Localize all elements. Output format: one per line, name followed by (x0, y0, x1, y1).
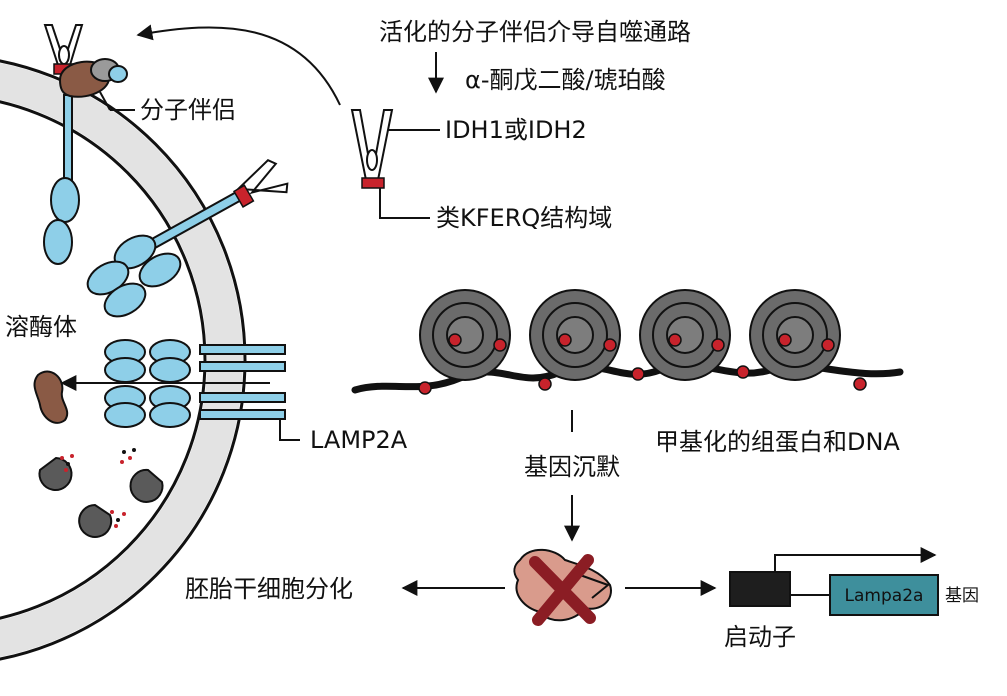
nucleosome-3 (639, 289, 731, 381)
degradation-icons (38, 448, 164, 538)
transcription-arrow (774, 547, 937, 572)
enzyme-legend-icon (350, 109, 394, 189)
promoter-label: 启动子 (724, 623, 796, 651)
nucleosome-2 (529, 289, 621, 381)
chaperone-leader (99, 91, 111, 111)
receptor-leader (279, 420, 300, 441)
enzyme-icon-diagonal (232, 158, 289, 208)
differentiation-label: 胚胎干细胞分化 (185, 575, 353, 603)
recruitment-arrow (136, 24, 341, 106)
methylation-label: 甲基化的组蛋白和DNA (655, 428, 900, 456)
lysosome-label: 溶酶体 (5, 313, 77, 341)
x-mark-icon (529, 554, 596, 626)
cargo-protein-icon (33, 370, 69, 424)
receptor-top (43, 94, 80, 265)
receptor-diagonal (86, 188, 247, 318)
receptor-label: LAMP2A (310, 426, 408, 454)
pathway-title: 活化的分子伴侣介导自噬通路 (379, 18, 691, 46)
gene-name-label: Lampa2a (845, 586, 924, 606)
gene-box (829, 574, 939, 616)
metabolite-label: α-酮戊二酸/琥珀酸 (465, 66, 666, 94)
nucleosome-1 (419, 289, 511, 381)
motif-leader (379, 188, 430, 219)
silencing-label: 基因沉默 (524, 453, 620, 481)
promoter-box (729, 571, 791, 607)
chaperone-label: 分子伴侣 (140, 96, 236, 124)
lamp2a-channel (104, 339, 286, 428)
gene-suffix-label: 基因 (945, 586, 979, 606)
motif-label: 类KFERQ结构域 (436, 204, 612, 232)
nucleosome-4 (749, 289, 841, 381)
chaperone-icon (58, 58, 128, 98)
methyl-marks (418, 333, 867, 395)
enzyme-label: IDH1或IDH2 (445, 116, 587, 144)
